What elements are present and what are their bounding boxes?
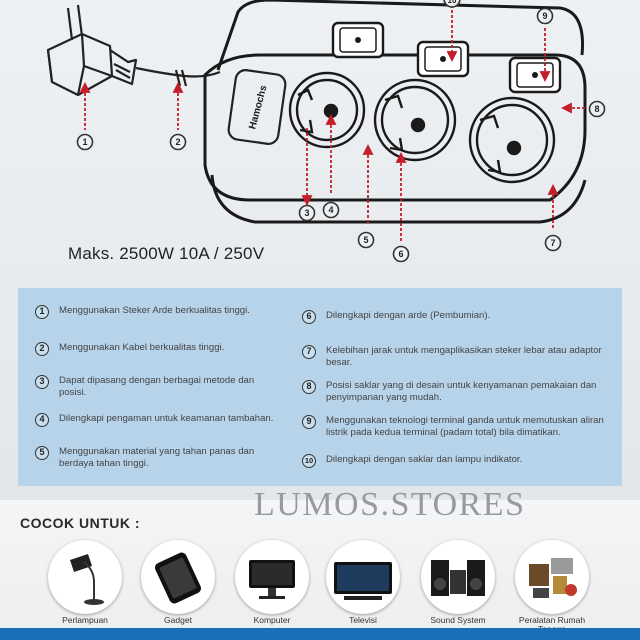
tv-icon xyxy=(326,540,400,614)
feature-item-6: 6 Dilengkapi dengan arde (Pembumian). xyxy=(302,310,606,324)
switch-1 xyxy=(331,21,385,59)
callout-8: 8 xyxy=(588,100,606,118)
switch-3 xyxy=(508,56,562,94)
feature-item-8: 8 Posisi saklar yang di desain untuk ken… xyxy=(302,380,616,404)
features-box xyxy=(18,288,622,486)
callout-10: 10 xyxy=(443,0,461,8)
feature-text: Dilengkapi pengaman untuk keamanan tamba… xyxy=(59,413,274,424)
feature-item-3: 3 Dapat dipasang dengan berbagai metode … xyxy=(35,375,259,399)
callout-7: 7 xyxy=(544,234,562,252)
feature-text: Menggunakan Kabel berkualitas tinggi. xyxy=(59,342,225,353)
feature-number: 2 xyxy=(35,342,49,356)
suitable-item-household: Peralatan Rumah Tangga xyxy=(512,540,592,634)
callout-2: 2 xyxy=(169,133,187,151)
feature-number: 10 xyxy=(302,454,316,468)
feature-number: 5 xyxy=(35,446,49,460)
svg-text:6: 6 xyxy=(398,249,403,259)
feature-text: Dilengkapi dengan arde (Pembumian). xyxy=(326,310,491,321)
svg-text:7: 7 xyxy=(550,238,555,248)
feature-item-2: 2 Menggunakan Kabel berkualitas tinggi. xyxy=(35,342,274,356)
feature-item-1: 1 Menggunakan Steker Arde berkualitas ti… xyxy=(35,305,274,319)
svg-text:9: 9 xyxy=(542,11,547,21)
item-label: Gadget xyxy=(164,615,192,625)
suitable-for-title: COCOK UNTUK : xyxy=(20,515,141,531)
plug-illustration xyxy=(46,4,221,97)
feature-text: Kelebihan jarak untuk mengaplikasikan st… xyxy=(326,345,602,368)
svg-text:3: 3 xyxy=(304,208,309,218)
item-label: Televisi xyxy=(349,615,377,625)
svg-text:5: 5 xyxy=(363,235,368,245)
feature-number: 3 xyxy=(35,375,49,389)
item-label: Sound System xyxy=(430,615,486,625)
suitable-item-computer: Komputer xyxy=(232,540,312,625)
feature-number: 4 xyxy=(35,413,49,427)
store-watermark: LUMOS.STORES xyxy=(254,486,526,523)
svg-text:10: 10 xyxy=(448,0,457,5)
svg-text:2: 2 xyxy=(175,137,180,147)
appliance-icon xyxy=(515,540,589,614)
switch-2 xyxy=(416,40,470,78)
item-label: Komputer xyxy=(253,615,291,625)
feature-number: 7 xyxy=(302,345,316,359)
suitable-item-sound-system: Sound System xyxy=(418,540,498,625)
callout-5: 5 xyxy=(357,231,375,249)
power-strip-body xyxy=(203,0,587,224)
socket-2 xyxy=(373,78,457,162)
callout-numbers: 1 2 3 4 5 6 7 8 9 10 xyxy=(76,0,606,263)
feature-text: Dapat dipasang dengan berbagai metode da… xyxy=(59,375,255,398)
svg-text:8: 8 xyxy=(594,104,599,114)
item-label: Perlampuan xyxy=(62,615,108,625)
feature-number: 6 xyxy=(302,310,316,324)
suitable-item-tv: Televisi xyxy=(323,540,403,625)
feature-number: 1 xyxy=(35,305,49,319)
feature-item-7: 7 Kelebihan jarak untuk mengaplikasikan … xyxy=(302,345,606,369)
feature-text: Posisi saklar yang di desain untuk kenya… xyxy=(326,380,597,403)
suitable-item-gadget: Gadget xyxy=(138,540,218,625)
feature-item-4: 4 Dilengkapi pengaman untuk keamanan tam… xyxy=(35,413,274,427)
brand-badge: Hamochs xyxy=(227,69,287,145)
callout-arrows xyxy=(79,5,585,242)
callout-3: 3 xyxy=(298,204,316,222)
svg-text:1: 1 xyxy=(82,137,87,147)
lamp-icon xyxy=(48,540,122,614)
svg-text:4: 4 xyxy=(328,205,333,215)
phone-icon xyxy=(141,540,215,614)
socket-1 xyxy=(288,71,366,149)
brand-text: Hamochs xyxy=(247,84,269,131)
speaker-icon xyxy=(421,540,495,614)
power-strip-diagram: Hamochs xyxy=(46,0,606,263)
feature-text: Menggunakan teknologi terminal ganda unt… xyxy=(326,415,604,438)
monitor-icon xyxy=(235,540,309,614)
feature-item-9: 9 Menggunakan teknologi terminal ganda u… xyxy=(302,415,626,439)
feature-number: 9 xyxy=(302,415,316,429)
max-rating-spec: Maks. 2500W 10A / 250V xyxy=(68,244,265,263)
callout-1: 1 xyxy=(76,133,94,151)
feature-text: Dilengkapi dengan saklar dan lampu indik… xyxy=(326,454,523,465)
socket-3 xyxy=(468,96,556,184)
feature-item-10: 10 Dilengkapi dengan saklar dan lampu in… xyxy=(302,454,616,468)
feature-number: 8 xyxy=(302,380,316,394)
callout-4: 4 xyxy=(322,201,340,219)
feature-text: Menggunakan material yang tahan panas da… xyxy=(59,446,255,469)
feature-item-5: 5 Menggunakan material yang tahan panas … xyxy=(35,446,259,470)
suitable-item-lamp: Perlampuan xyxy=(45,540,125,625)
callout-6: 6 xyxy=(392,245,410,263)
bottom-color-bar xyxy=(0,628,640,640)
feature-text: Menggunakan Steker Arde berkualitas ting… xyxy=(59,305,250,316)
callout-9: 9 xyxy=(536,7,554,25)
